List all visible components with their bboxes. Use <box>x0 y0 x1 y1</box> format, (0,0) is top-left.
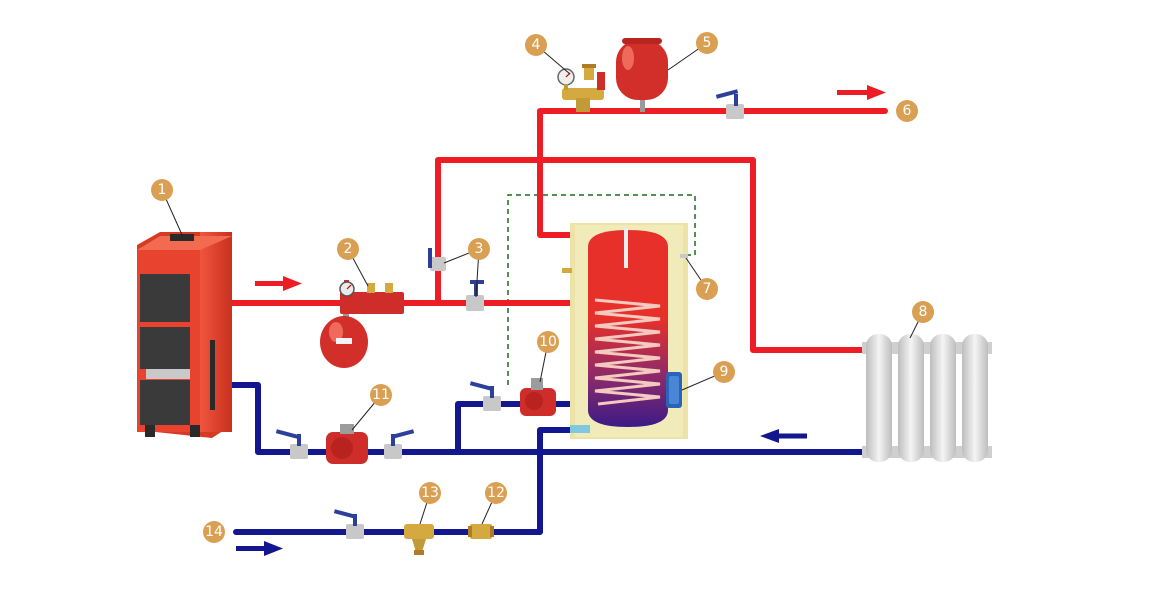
indirect-water-heater-icon <box>562 223 688 439</box>
flow-arrow-return <box>760 429 807 443</box>
flow-arrow-boiler-out <box>255 276 302 291</box>
check-valve-icon <box>468 524 494 539</box>
number-badges: 1 2 3 4 5 6 7 8 9 10 11 12 13 14 <box>151 32 934 543</box>
svg-text:9: 9 <box>720 364 729 380</box>
svg-text:11: 11 <box>372 387 390 403</box>
badge-1: 1 <box>151 179 173 201</box>
recirculation-pump-icon <box>469 378 556 416</box>
svg-text:1: 1 <box>158 182 167 198</box>
safety-group-expansion-tank-icon <box>320 280 404 368</box>
heating-element-icon <box>666 372 682 408</box>
svg-text:6: 6 <box>903 103 912 119</box>
badge-11: 11 <box>370 384 392 406</box>
svg-text:4: 4 <box>532 37 541 53</box>
badge-10: 10 <box>537 331 559 353</box>
circulation-pump-icon <box>275 424 415 464</box>
svg-text:10: 10 <box>539 334 557 350</box>
svg-text:7: 7 <box>703 281 712 297</box>
svg-text:3: 3 <box>475 241 484 257</box>
hot-supply-pipes <box>229 108 888 353</box>
hot-water-outlet-valve-icon <box>715 89 744 119</box>
badge-14: 14 <box>203 521 225 543</box>
badge-4: 4 <box>525 34 547 56</box>
badge-13: 13 <box>419 482 441 504</box>
cold-inlet-valve-icon <box>333 509 364 539</box>
strainer-filter-icon <box>404 524 434 555</box>
solid-fuel-boiler-icon <box>137 232 232 438</box>
radiator-supply-pipe <box>435 157 873 353</box>
sensor-dashed-line <box>507 194 696 385</box>
svg-text:2: 2 <box>344 241 353 257</box>
svg-text:5: 5 <box>703 35 712 51</box>
svg-text:8: 8 <box>919 304 928 320</box>
boiler-return-pipe <box>229 382 873 455</box>
cold-water-inlet-pipe <box>233 427 578 535</box>
expansion-tank-icon <box>616 38 668 112</box>
svg-text:12: 12 <box>487 485 505 501</box>
badge-6: 6 <box>896 100 918 122</box>
badge-7: 7 <box>696 278 718 300</box>
badge-8: 8 <box>912 301 934 323</box>
hot-water-outlet-pipe <box>537 108 888 238</box>
badge-9: 9 <box>713 361 735 383</box>
flow-arrow-hot-water <box>837 85 886 100</box>
flow-arrow-cold-in <box>236 541 283 556</box>
badge-5: 5 <box>696 32 718 54</box>
svg-text:14: 14 <box>205 524 223 540</box>
badge-2: 2 <box>337 238 359 260</box>
safety-group-icon <box>557 64 605 112</box>
badge-3: 3 <box>468 238 490 260</box>
badge-12: 12 <box>485 482 507 504</box>
svg-text:13: 13 <box>421 485 439 501</box>
radiator-icon <box>862 334 992 462</box>
